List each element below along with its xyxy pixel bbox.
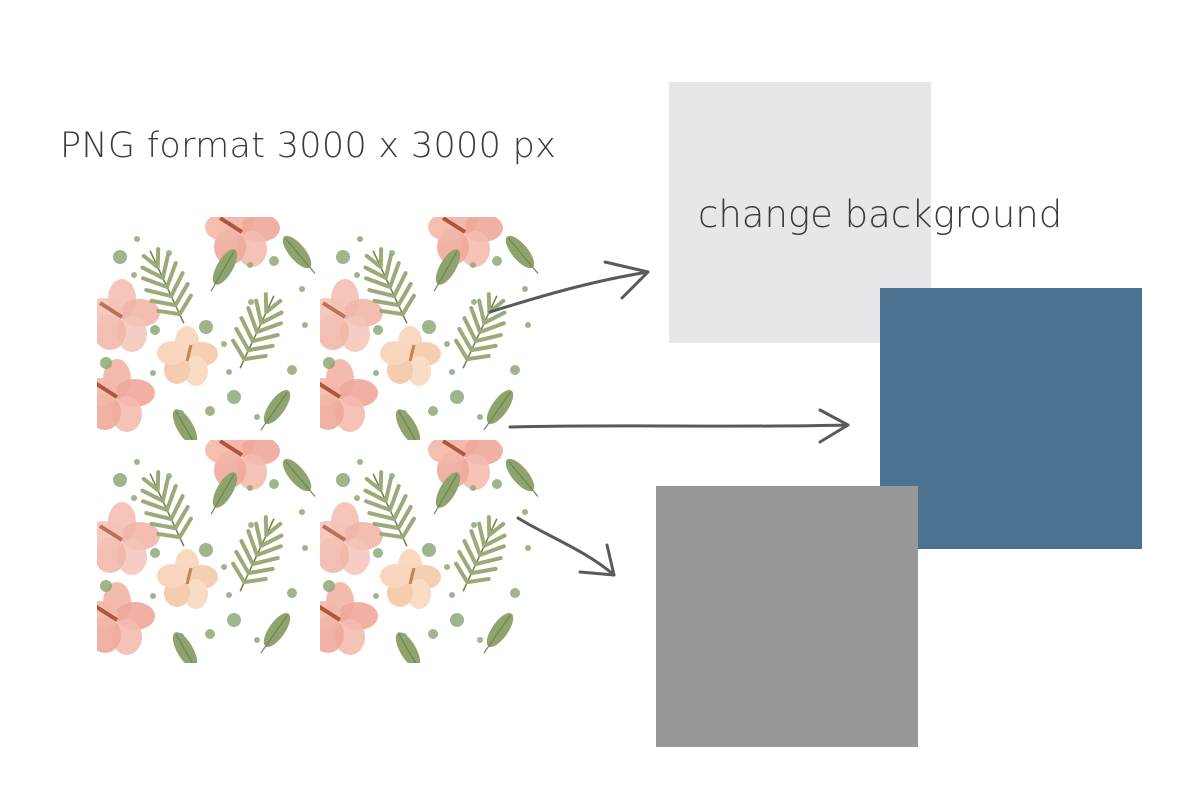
arrow-to-blue-icon	[508, 408, 850, 444]
change-background-label: change background	[698, 193, 1063, 236]
format-heading: PNG format 3000 x 3000 px	[60, 126, 557, 166]
swatch-gray	[656, 486, 918, 747]
floral-pattern-preview	[97, 217, 543, 663]
swatch-blue	[880, 288, 1142, 549]
